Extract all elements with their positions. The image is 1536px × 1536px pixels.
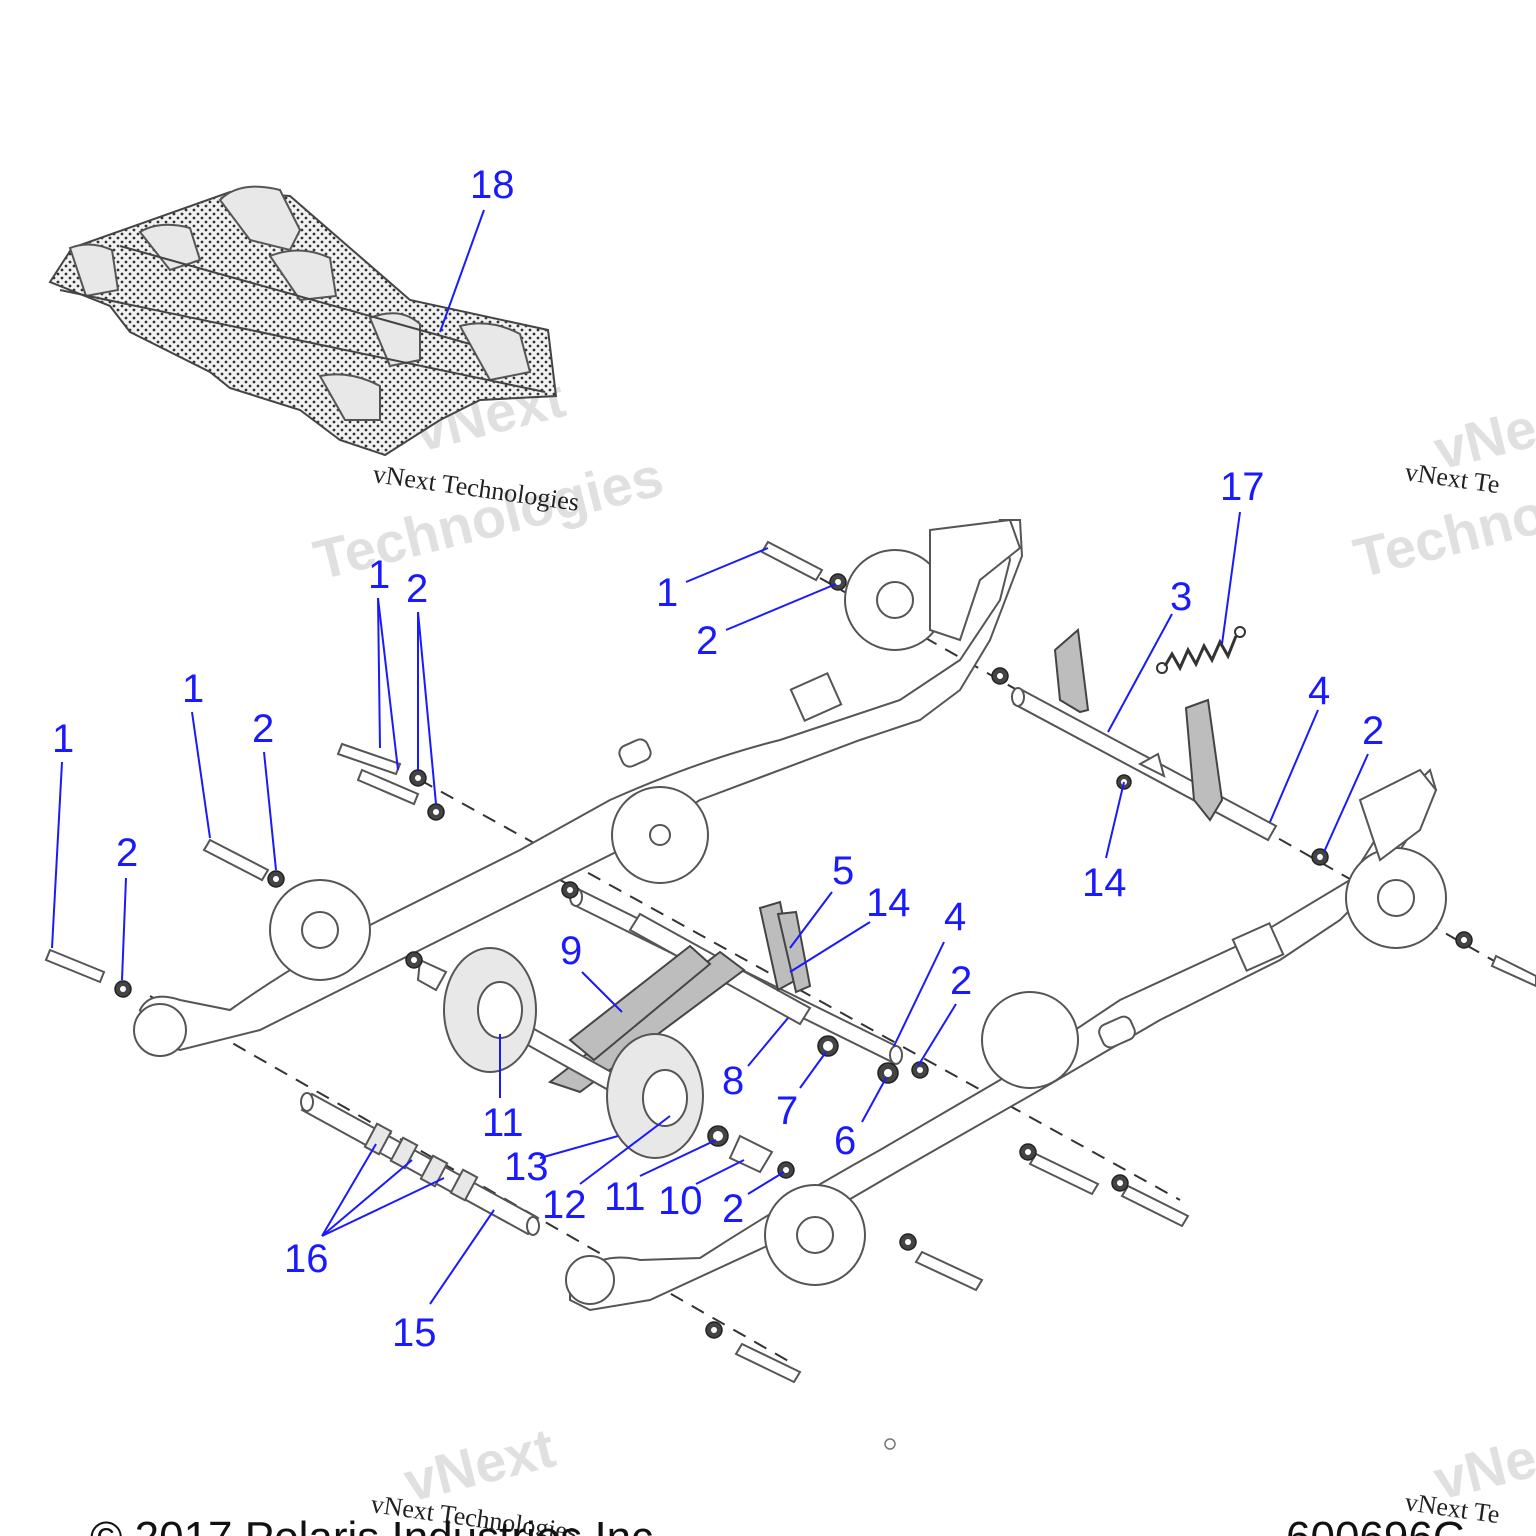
callout-18: 18: [470, 163, 515, 207]
washers-part-2: [114, 573, 1473, 1339]
callout-4: 4: [944, 895, 966, 939]
callout-labels: 18 17 1 1 1 1 2 2 2 2 2 2 2 3 4 4 5 6 7 …: [52, 163, 1384, 1355]
callout-1: 1: [368, 553, 390, 597]
track-part-18: [48, 185, 558, 457]
callout-2: 2: [950, 959, 972, 1003]
callout-2: 2: [252, 707, 274, 751]
callout-2: 2: [406, 567, 428, 611]
right-rail-tip-wheel: [565, 1255, 615, 1305]
right-rail-mid-wheel: [981, 991, 1079, 1089]
left-rail: [133, 518, 1024, 1057]
front-crossbar-part-3: [1011, 628, 1278, 842]
callout-1: 1: [52, 717, 74, 761]
watermark-brand-line2: Technologies: [308, 444, 669, 591]
callout-9: 9: [560, 929, 582, 973]
callout-2: 2: [1362, 709, 1384, 753]
callout-13: 13: [504, 1145, 549, 1189]
callout-6: 6: [834, 1119, 856, 1163]
leader-lines: [51, 209, 1369, 1305]
spacer-part-10: [728, 1134, 774, 1174]
callout-4: 4: [1308, 669, 1330, 713]
callout-11: 11: [482, 1101, 524, 1145]
callout-11: 11: [604, 1175, 646, 1219]
stray-mark: [884, 1438, 896, 1450]
callout-10: 10: [658, 1179, 703, 1223]
right-rail: [565, 768, 1447, 1312]
callout-14: 14: [1082, 861, 1127, 905]
callout-5: 5: [832, 849, 854, 893]
callout-7: 7: [776, 1089, 798, 1133]
mid-axle-assembly: [416, 887, 903, 1174]
left-rail-tip-wheel: [133, 1003, 187, 1057]
callout-15: 15: [392, 1311, 437, 1355]
bolts-part-1: [44, 540, 1536, 1384]
callout-1: 1: [656, 571, 678, 615]
callout-17: 17: [1220, 465, 1265, 509]
callout-2: 2: [696, 619, 718, 663]
watermark-brand-line2-clipped: Technol: [1348, 478, 1536, 590]
spring-part-17: [1156, 626, 1246, 674]
callout-3: 3: [1170, 575, 1192, 619]
callout-14: 14: [866, 881, 911, 925]
footer: © 2017 Polaris Industries Inc. 600696C: [90, 1513, 1465, 1536]
drawing-number: 600696C: [1286, 1513, 1465, 1536]
callout-16: 16: [284, 1237, 329, 1281]
watermark-right: vNe Technol vNext Te: [1348, 396, 1536, 590]
callout-12: 12: [542, 1183, 587, 1227]
callout-2: 2: [116, 831, 138, 875]
callout-8: 8: [722, 1059, 744, 1103]
copyright-text: © 2017 Polaris Industries Inc.: [90, 1513, 665, 1536]
callout-1: 1: [182, 667, 204, 711]
callout-2: 2: [722, 1187, 744, 1231]
